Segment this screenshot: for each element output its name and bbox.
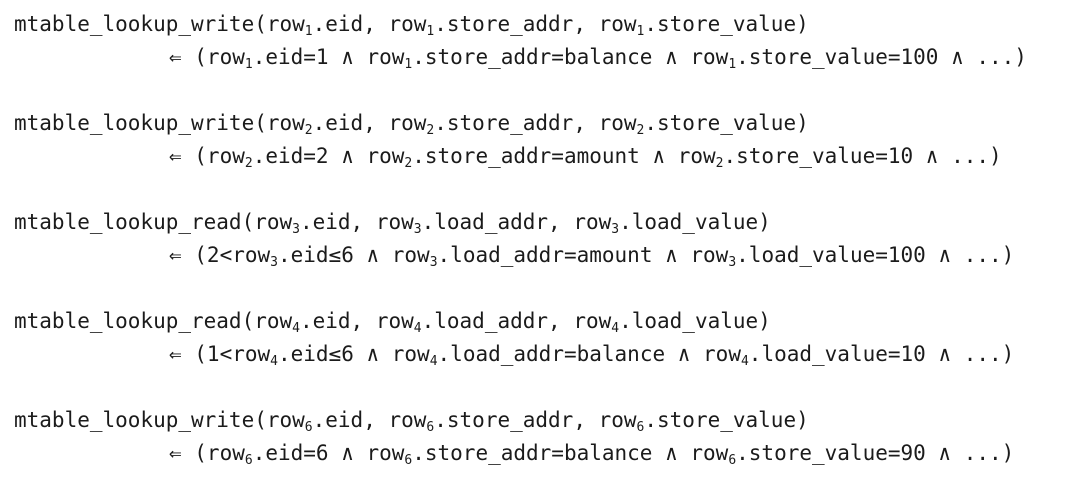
formula-constraint: ⇐ (row2.eid=2 ∧ row2.store_addr=amount ∧… (169, 144, 1002, 171)
formula-block-mtable-lookup-write-row1: mtable_lookup_write(row1.eid, row1.store… (14, 8, 1080, 74)
formula-head: mtable_lookup_write(row6.eid, row6.store… (14, 408, 809, 435)
formula-constraint: ⇐ (2<row3.eid≤6 ∧ row3.load_addr=amount … (169, 243, 1015, 270)
formula-block-mtable-lookup-read-row3: mtable_lookup_read(row3.eid, row3.load_a… (14, 206, 1080, 272)
formula-constraint: ⇐ (1<row4.eid≤6 ∧ row4.load_addr=balance… (169, 342, 1015, 369)
formula-block-mtable-lookup-write-row2: mtable_lookup_write(row2.eid, row2.store… (14, 107, 1080, 173)
formula-head: mtable_lookup_read(row4.eid, row4.load_a… (14, 309, 771, 336)
formula-constraint: ⇐ (row1.eid=1 ∧ row1.store_addr=balance … (169, 45, 1027, 72)
formula-head: mtable_lookup_write(row2.eid, row2.store… (14, 111, 809, 138)
formula-block-mtable-lookup-write-row6: mtable_lookup_write(row6.eid, row6.store… (14, 404, 1080, 470)
formula-head: mtable_lookup_read(row3.eid, row3.load_a… (14, 210, 771, 237)
formula-head: mtable_lookup_write(row1.eid, row1.store… (14, 12, 809, 39)
formula-constraint: ⇐ (row6.eid=6 ∧ row6.store_addr=balance … (169, 441, 1015, 468)
formula-block-mtable-lookup-read-row4: mtable_lookup_read(row4.eid, row4.load_a… (14, 305, 1080, 371)
formula-list: mtable_lookup_write(row1.eid, row1.store… (14, 8, 1080, 470)
